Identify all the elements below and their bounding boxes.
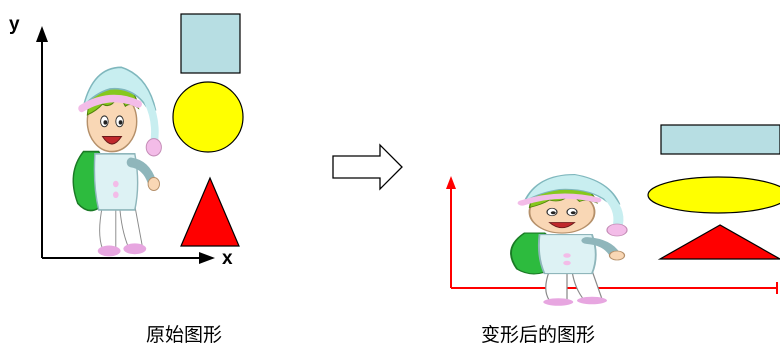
red-y-axis-arrowhead — [446, 176, 456, 189]
transformed-caption: 变形后的图形 — [481, 324, 596, 346]
x-axis-arrowhead — [199, 252, 215, 264]
circle-shape — [172, 81, 244, 153]
elf-icon-transformed — [511, 175, 627, 306]
original-panel — [36, 13, 244, 264]
square-shape — [180, 13, 241, 74]
flattened-triangle — [657, 224, 780, 260]
stretched-ellipse — [647, 176, 780, 214]
stretched-rectangle — [660, 124, 780, 155]
triangle-shape — [180, 176, 240, 247]
elf-icon-original — [73, 67, 161, 256]
x-axis-label: x — [222, 248, 233, 269]
y-axis-label: y — [9, 14, 20, 35]
transformed-panel — [446, 124, 780, 306]
y-axis-arrowhead — [36, 26, 48, 42]
arrow-right-icon — [332, 143, 403, 191]
original-caption: 原始图形 — [146, 324, 223, 346]
